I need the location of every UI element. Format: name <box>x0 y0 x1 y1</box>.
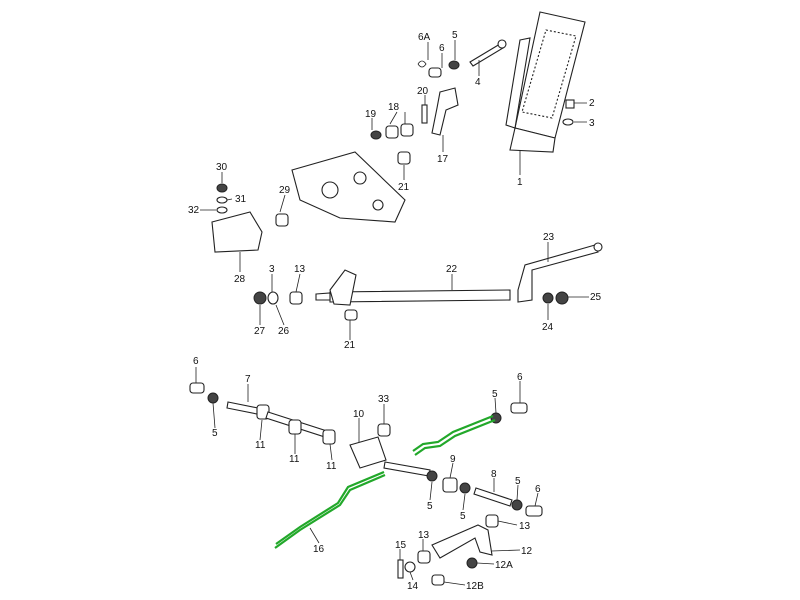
callout: 5 <box>492 389 498 400</box>
callout: 16 <box>313 544 325 555</box>
bushings-18-19-21 <box>370 123 414 165</box>
small-parts-top <box>417 60 575 126</box>
callout: 6A <box>418 32 431 43</box>
rod-16 <box>274 473 386 549</box>
accelerator-pedal <box>505 11 586 153</box>
callout: 13 <box>294 264 306 275</box>
callout: 29 <box>279 185 291 196</box>
callout: 12 <box>521 546 533 557</box>
mount-28 <box>211 183 263 253</box>
callout: 11 <box>326 461 337 472</box>
callout: 6 <box>193 356 199 367</box>
callout: 12B <box>466 581 484 592</box>
callout: 31 <box>235 194 247 205</box>
callout: 2 <box>589 98 595 109</box>
callout: 6 <box>517 372 523 383</box>
callout: 12A <box>495 560 513 571</box>
callout: 15 <box>395 540 407 551</box>
callout: 33 <box>378 394 390 405</box>
callout: 5 <box>212 428 218 439</box>
callout: 26 <box>278 326 290 337</box>
callout: 32 <box>188 205 200 216</box>
callout: 6 <box>535 484 541 495</box>
callout: 21 <box>398 182 410 193</box>
callout: 24 <box>542 322 554 333</box>
callout: 7 <box>245 374 251 385</box>
callout: 5 <box>452 30 458 41</box>
callout: 23 <box>543 232 555 243</box>
leader-lines <box>195 40 589 586</box>
callout-labels: 6A 5 6 4 2 3 1 20 18 19 17 21 30 31 32 2… <box>188 30 602 592</box>
callout: 14 <box>407 581 419 592</box>
callout: 22 <box>446 264 458 275</box>
callout: 10 <box>353 409 365 420</box>
callout: 27 <box>254 326 266 337</box>
callout: 11 <box>255 440 266 451</box>
pin-4 <box>469 39 507 67</box>
callout: 21 <box>344 340 356 351</box>
lower-linkage <box>189 382 543 586</box>
callout: 28 <box>234 274 246 285</box>
callout: 6 <box>439 43 445 54</box>
callout: 20 <box>417 86 429 97</box>
callout: 8 <box>491 469 497 480</box>
callout: 25 <box>590 292 602 303</box>
rod-upper <box>414 418 496 456</box>
callout: 19 <box>365 109 377 120</box>
callout: 1 <box>517 177 523 188</box>
callout: 4 <box>475 77 481 88</box>
callout: 30 <box>216 162 228 173</box>
highlighted-rods <box>274 414 496 549</box>
bracket-29 <box>275 151 406 227</box>
lever-17 <box>421 87 459 136</box>
callout: 3 <box>269 264 275 275</box>
callout: 18 <box>388 102 400 113</box>
callout: 9 <box>450 454 456 465</box>
callout: 5 <box>515 476 521 487</box>
callout: 11 <box>289 454 300 465</box>
callout: 13 <box>519 521 531 532</box>
callout: 5 <box>460 511 466 522</box>
callout: 17 <box>437 154 449 165</box>
callout: 13 <box>418 530 430 541</box>
callout: 3 <box>589 118 595 129</box>
shaft-22 <box>253 242 603 321</box>
callout: 5 <box>427 501 433 512</box>
